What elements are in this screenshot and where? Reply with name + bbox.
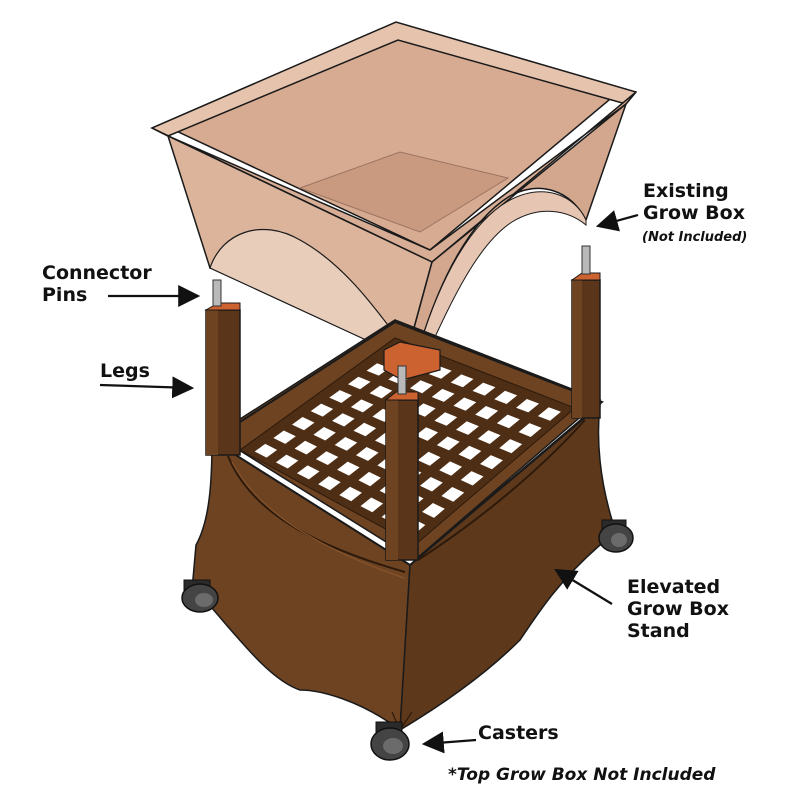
lattice-hole [422,503,445,518]
lattice-hole [428,366,452,379]
arrow-grow-box [595,210,639,232]
lattice-hole [310,403,334,417]
lattice-hole [456,421,479,435]
lattice-hole [417,451,441,466]
arrow-legs [99,376,195,399]
lattice-hole [472,382,496,396]
stand-left-face [191,438,411,732]
lattice-hole [369,385,393,399]
lattice-hole [477,430,501,444]
lattice-hole [410,380,433,394]
stand-left-arch-highlight [231,461,405,579]
lattice-hole [329,390,352,403]
lattice-hole [332,413,355,427]
stand-rim [210,320,604,567]
connector-pin-left [212,279,222,307]
label-elevated-stand-3: Stand [627,620,690,642]
arrow-casters [421,731,477,754]
legs [204,245,601,561]
lattice-hole [434,412,458,426]
grow-box-right-arch [419,191,587,353]
lattice-hole [460,471,484,486]
label-elevated-stand-1: Elevated [627,576,721,598]
lattice-hole [294,440,318,455]
lattice-hole [356,447,379,461]
label-existing-grow-box-2: Grow Box [643,202,745,224]
lattice-hole [450,374,474,388]
lattice-hole [318,476,341,491]
label-not-included: (Not Included) [642,230,748,245]
lattice-hole [273,430,296,444]
lattice-hole [431,388,455,402]
callout-arrows [99,210,639,754]
grow-box-floor [298,151,510,233]
lattice-hole [313,427,336,441]
label-connector-pins-1: Connector [42,262,152,284]
caster-left [181,579,219,613]
lattice-hole [494,390,518,404]
label-legs: Legs [100,360,150,382]
stand-left-arch [227,455,406,573]
lattice-hole [516,399,540,413]
lattice-hole [436,436,460,451]
lattice-hole [360,497,384,513]
label-existing-grow-box-1: Existing [643,180,729,202]
lattice-hole [254,443,278,458]
lattice-hole [441,487,465,502]
label-connector-pins-2: Pins [42,284,88,306]
lattice-hole [339,486,362,502]
lattice-hole [420,477,443,492]
connector-pin-right [581,245,591,275]
footnote: *Top Grow Box Not Included [448,765,716,785]
lattice-hole [348,376,371,390]
arrow-stand [554,568,613,605]
lattice-hole [480,455,503,470]
label-elevated-stand-2: Grow Box [627,598,729,620]
lattice-hole [496,414,520,429]
casters [181,519,634,761]
leg-front [384,365,419,561]
lattice-hole [475,406,499,420]
caster-right [598,519,634,553]
lattice-hole [353,422,377,437]
lattice-hole [499,439,523,454]
caster-front [370,721,410,761]
lattice-hole [453,397,477,411]
lattice-hole [350,399,374,413]
lattice-hole [315,451,339,465]
lattice-hole [358,471,381,487]
stand-lattice-grid [254,349,561,534]
existing-grow-box [150,21,638,365]
leg-right [570,245,601,419]
lattice-hole [292,417,315,431]
stand-right-arch [417,419,586,561]
lattice-hole [337,461,360,476]
lattice-hole [518,423,542,437]
label-casters: Casters [478,722,559,744]
lattice-hole [439,461,462,476]
connector-pin-front [397,365,407,395]
lattice-hole [415,427,439,441]
lattice-hole [275,454,299,469]
lattice-hole [458,445,482,460]
lattice-hole [297,465,320,480]
leg-left [204,279,241,456]
lattice-hole [334,437,358,451]
stand-right-face [399,403,627,732]
lattice-hole [537,407,561,421]
